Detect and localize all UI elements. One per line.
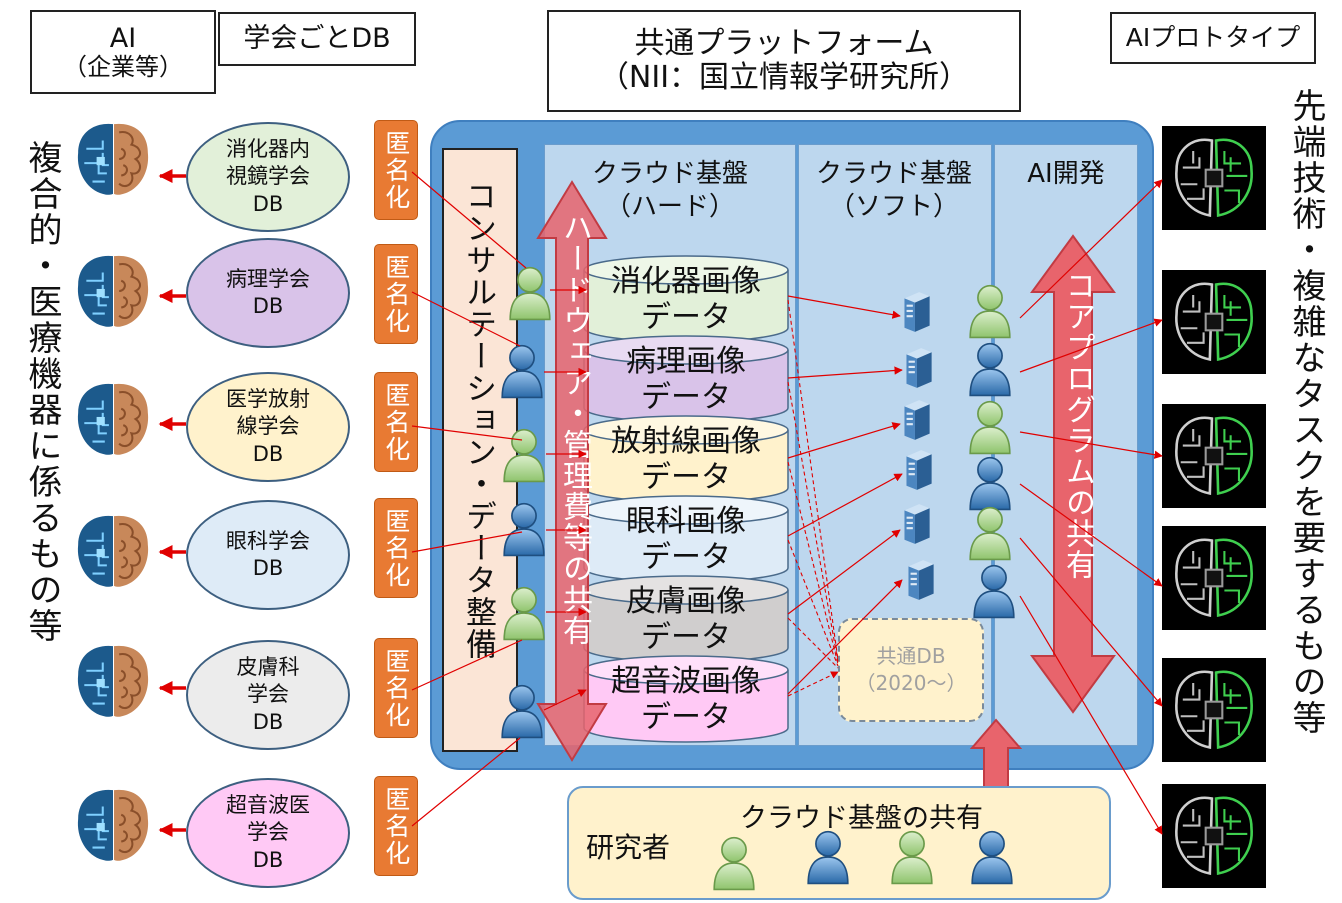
- cloud-share-label: クラウド基盤の共有: [740, 803, 983, 834]
- ai-dev-title: AI開発: [1027, 159, 1105, 189]
- person-icon-green: [968, 280, 1012, 342]
- cylinder-ultrasound: [583, 655, 789, 743]
- society-db-title: 学会ごとDB: [243, 23, 391, 55]
- brain-icon: [72, 118, 154, 200]
- society-db-dermatology: 皮膚科 学会 DB: [186, 640, 350, 750]
- server-icon: [900, 290, 932, 334]
- ai-company-subtitle: （企業等）: [63, 52, 183, 81]
- ai-prototype-header: AIプロトタイプ: [1110, 12, 1316, 64]
- ai-prototype-title: AIプロトタイプ: [1125, 22, 1301, 52]
- society-db-gastro: 消化器内 視鏡学会 DB: [186, 122, 350, 232]
- cylinder-dermatology: [583, 575, 789, 663]
- ai-chip-icon: [1162, 266, 1266, 378]
- person-icon-blue: [972, 560, 1016, 622]
- server-icon: [902, 448, 934, 492]
- brain-icon: [72, 784, 154, 866]
- person-icon-green: [712, 832, 756, 894]
- image-data-dermatology: 皮膚画像データ: [626, 584, 746, 655]
- core-program-label: コアプログラムの共有: [1060, 270, 1095, 580]
- brain-icon: [72, 250, 154, 332]
- ai-company-title: AI: [109, 22, 137, 54]
- common-db-box: 共通DB （2020〜）: [838, 618, 984, 722]
- right-vertical-text: 先端技術・複雑なタスクを要するもの等: [1286, 88, 1326, 736]
- society-db-radiology: 医学放射 線学会 DB: [186, 372, 350, 482]
- platform-header: 共通プラットフォーム （NII：国立情報学研究所）: [547, 10, 1021, 112]
- anonymize-badge: 匿名化: [374, 498, 418, 598]
- left-vertical-text: 複合的・医療機器に係るもの等: [22, 140, 62, 644]
- consultation-label: コンサルテーション・データ整備: [460, 180, 496, 660]
- image-data-gastro: 消化器画像データ: [611, 264, 761, 335]
- researcher-label: 研究者: [586, 831, 671, 864]
- image-data-ultrasound: 超音波画像データ: [611, 664, 761, 735]
- image-data-radiology: 放射線画像データ: [611, 424, 761, 495]
- ai-chip-icon: [1162, 122, 1266, 234]
- person-icon-blue: [500, 340, 544, 402]
- hardware-share-label: ハードウェア・管理費等の共有: [557, 212, 592, 646]
- brain-icon: [72, 378, 154, 460]
- server-icon: [904, 558, 936, 602]
- society-db-ophthalmology: 眼科学会 DB: [186, 500, 350, 610]
- person-icon-green: [968, 502, 1012, 564]
- ai-company-header: AI （企業等）: [30, 10, 216, 94]
- hardware-share-arrow: [536, 180, 608, 762]
- ai-chip-icon: [1162, 400, 1266, 512]
- person-icon-blue: [970, 826, 1014, 888]
- cylinder-gastro: [583, 255, 789, 343]
- image-data-ophthalmology: 眼科画像データ: [626, 504, 746, 575]
- platform-subtitle: （NII：国立情報学研究所）: [598, 60, 970, 95]
- person-icon-green: [968, 396, 1012, 458]
- server-icon: [900, 502, 932, 546]
- person-icon-green: [890, 826, 934, 888]
- platform-title: 共通プラットフォーム: [634, 25, 934, 61]
- anonymize-badge: 匿名化: [374, 776, 418, 876]
- image-data-cylinders: [583, 255, 789, 743]
- person-icon-blue: [502, 498, 546, 560]
- anonymize-badge: 匿名化: [374, 120, 418, 220]
- person-icon-blue: [968, 338, 1012, 400]
- ai-chip-icon: [1162, 654, 1266, 766]
- cloud-hard-title: クラウド基盤 （ハード）: [591, 159, 748, 222]
- person-icon-green: [502, 582, 546, 644]
- server-icon: [902, 346, 934, 390]
- person-icon-green: [508, 262, 552, 324]
- server-icon: [900, 398, 932, 442]
- brain-icon: [72, 640, 154, 722]
- society-db-ultrasound: 超音波医 学会 DB: [186, 778, 350, 888]
- anonymize-badge: 匿名化: [374, 372, 418, 472]
- image-data-pathology: 病理画像データ: [626, 344, 746, 415]
- anonymize-badge: 匿名化: [374, 638, 418, 738]
- society-db-pathology: 病理学会 DB: [186, 238, 350, 348]
- society-db-header: 学会ごとDB: [218, 12, 416, 66]
- person-icon-green: [502, 424, 546, 486]
- ai-chip-icon: [1162, 780, 1266, 892]
- person-icon-blue: [500, 680, 544, 742]
- person-icon-blue: [806, 826, 850, 888]
- anonymize-badge: 匿名化: [374, 244, 418, 344]
- brain-icon: [72, 510, 154, 592]
- ai-chip-icon: [1162, 522, 1266, 634]
- cloud-soft-title: クラウド基盤 （ソフト）: [815, 159, 972, 222]
- cylinder-radiology: [583, 415, 789, 503]
